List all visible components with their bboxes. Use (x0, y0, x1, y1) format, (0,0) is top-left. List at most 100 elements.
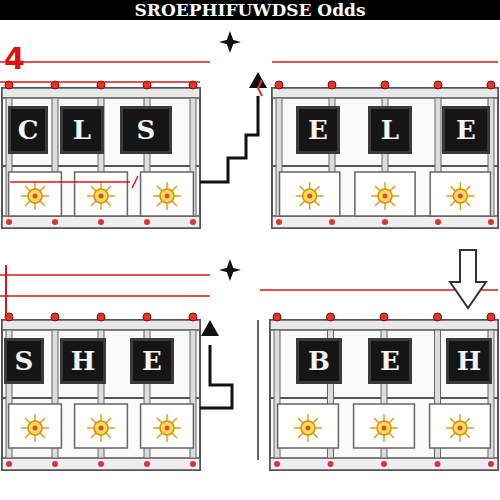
reel-window (354, 404, 415, 448)
flower-center (382, 426, 387, 431)
reel-window (430, 404, 491, 448)
flower-center (306, 426, 311, 431)
arrow-tip (258, 80, 262, 96)
reel-screen: H (446, 338, 492, 384)
lamp (6, 219, 12, 225)
reel-symbol: H (457, 348, 482, 374)
reel-screen: E (442, 106, 490, 154)
flower (303, 189, 317, 203)
wire (200, 345, 232, 408)
flower (94, 421, 108, 435)
red-line (272, 61, 498, 63)
flower-center (458, 194, 463, 199)
flower (28, 189, 42, 203)
lamp (52, 461, 58, 467)
reel-screen: S (120, 106, 172, 154)
down-arrow (450, 250, 486, 308)
cabinet (2, 320, 200, 470)
flower-center (99, 194, 104, 199)
reel-symbol: E (308, 117, 328, 143)
red-line (0, 81, 200, 83)
flower (453, 421, 467, 435)
reel-window (280, 172, 340, 216)
lamp (434, 313, 442, 321)
cabinet-base (272, 216, 498, 228)
reel-symbol: E (380, 348, 400, 374)
lamp (144, 461, 150, 467)
lamp (52, 219, 58, 225)
lamp (276, 219, 282, 225)
reel-symbol: E (456, 117, 476, 143)
reel-symbol: S (137, 117, 156, 143)
flower-center (33, 426, 38, 431)
lamp (98, 461, 104, 467)
lamp (488, 219, 494, 225)
reel-symbol: S (15, 348, 34, 374)
lamp (190, 219, 196, 225)
flower-center (165, 194, 170, 199)
reel-screen: S (4, 338, 44, 384)
reel-window (9, 172, 62, 216)
lamp (487, 81, 495, 89)
reel-symbol: L (381, 117, 399, 143)
wire (200, 96, 258, 182)
reel-screen: E (368, 338, 412, 384)
reel-window (141, 172, 194, 216)
lamp (189, 313, 197, 321)
arrow-head (249, 72, 267, 88)
flower-center (307, 194, 312, 199)
title: SROEPHIFUWDSE Odds (0, 0, 500, 20)
lamp (435, 219, 441, 225)
lamp (143, 313, 151, 321)
cabinet-base (2, 458, 200, 470)
flower (160, 421, 174, 435)
reel-screen: C (8, 106, 48, 154)
lamp (327, 313, 335, 321)
lamp (381, 81, 389, 89)
cabinet (2, 88, 200, 228)
lamp (487, 313, 495, 321)
flower-center (33, 194, 38, 199)
red-line (132, 176, 138, 188)
reel-window (9, 404, 62, 448)
wire (257, 320, 259, 460)
lamp (98, 219, 104, 225)
red-line (0, 274, 210, 276)
flower (94, 189, 108, 203)
flower-center (458, 426, 463, 431)
star (219, 31, 241, 53)
reel-screen: B (296, 338, 342, 384)
reel-symbol: E (142, 348, 162, 374)
lamp (6, 461, 12, 467)
lamp (382, 219, 388, 225)
flower-center (383, 194, 388, 199)
lamp (144, 219, 150, 225)
flower (377, 421, 391, 435)
lamp (435, 461, 441, 467)
lamp (97, 313, 105, 321)
reel-screen: L (368, 106, 412, 154)
lamp (380, 313, 388, 321)
red-line (10, 181, 130, 183)
lamp (381, 461, 387, 467)
lamp (329, 219, 335, 225)
lamp (434, 81, 442, 89)
reel-window (278, 404, 339, 448)
reel-window (355, 172, 415, 216)
cabinet (272, 88, 498, 228)
cabinet-base (270, 458, 498, 470)
reel-window (75, 404, 128, 448)
lamp (328, 461, 334, 467)
lamp (274, 461, 280, 467)
reel-symbol: B (308, 348, 330, 374)
lamp (488, 461, 494, 467)
flower (453, 189, 467, 203)
flower-center (165, 426, 170, 431)
arrow-head (201, 320, 219, 336)
lamp (328, 81, 336, 89)
reel-screen: E (130, 338, 174, 384)
reel-window (430, 172, 490, 216)
lamp (275, 81, 283, 89)
reel-screen: L (60, 106, 104, 154)
